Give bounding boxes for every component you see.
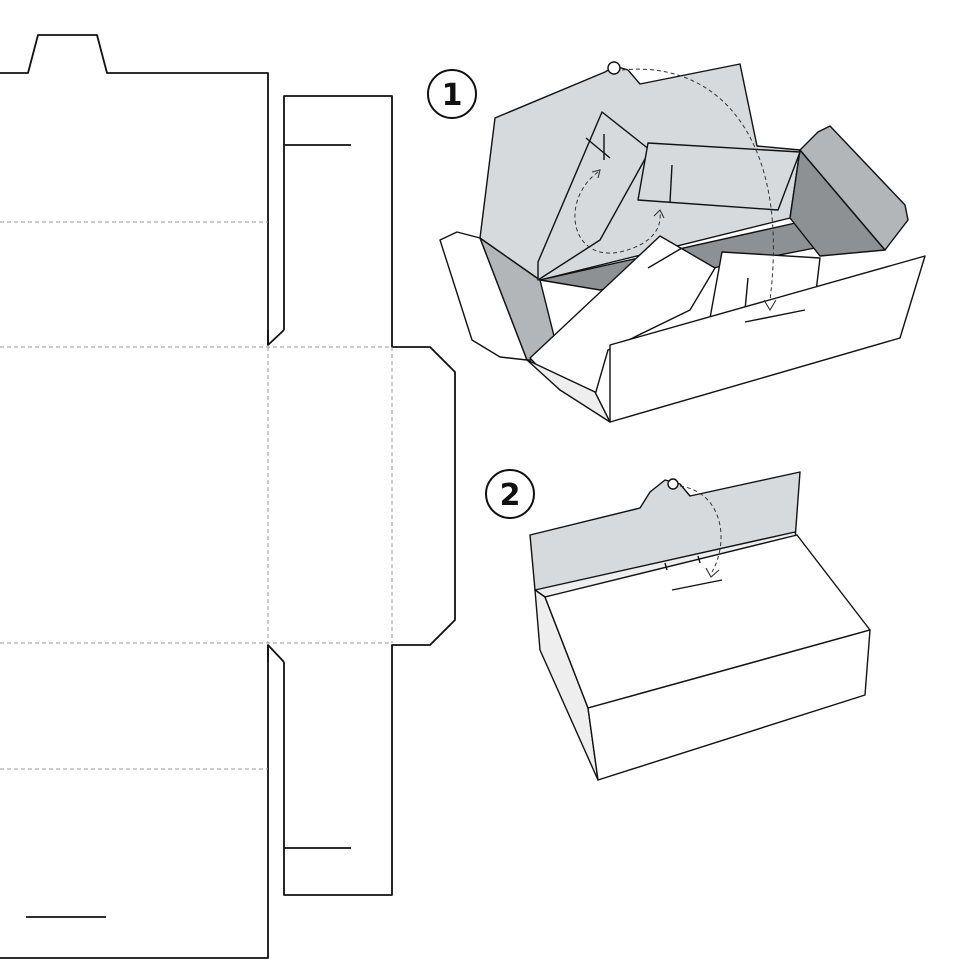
step-1-number: 1 <box>442 78 463 113</box>
step1-front-flap <box>609 255 926 423</box>
step1-arrow-lid <box>621 68 774 301</box>
step1-right-flap <box>799 125 909 251</box>
flat-dieline <box>0 34 456 959</box>
step1-card-a-score <box>585 137 611 159</box>
step1-front-strip <box>526 359 611 423</box>
step1-arrow-card <box>574 171 661 254</box>
step-2-badge-circle <box>485 469 535 519</box>
step2-arrowhead <box>705 567 720 578</box>
step1-lid-hole <box>607 61 621 75</box>
step1-card-b-slit <box>669 164 673 203</box>
step1-card-c-score <box>647 247 683 269</box>
step2-slit <box>671 579 723 591</box>
step2-lid-hole <box>667 478 679 490</box>
fold-lines <box>0 221 393 770</box>
step1-arrowhead-card-b <box>653 209 665 219</box>
step-1-arrowheads <box>591 169 777 312</box>
step1-card-d-slit <box>744 277 749 311</box>
step2-front-face <box>587 629 871 781</box>
dieline-notch-lower <box>267 644 285 663</box>
dieline-side-strip <box>283 95 456 896</box>
dieline-main-panel <box>0 34 269 959</box>
step1-card-b <box>637 142 801 211</box>
step2-rim-score-2 <box>697 555 701 564</box>
step-2-number: 2 <box>500 478 521 513</box>
step-1-illustration <box>439 61 926 423</box>
step1-card-a <box>537 111 651 281</box>
step1-arrowhead-lid <box>763 299 777 312</box>
step2-rim-score-1 <box>664 562 668 571</box>
dieline-notch-upper <box>267 329 285 346</box>
step1-front-slit <box>744 309 806 323</box>
step-2-illustration <box>529 471 871 781</box>
step-2-badge: 2 <box>485 469 535 519</box>
step-1-badge: 1 <box>427 69 477 119</box>
step-1-arrows <box>574 68 774 301</box>
step1-arrowhead-card-a <box>591 169 601 179</box>
step-1-badge-circle <box>427 69 477 119</box>
